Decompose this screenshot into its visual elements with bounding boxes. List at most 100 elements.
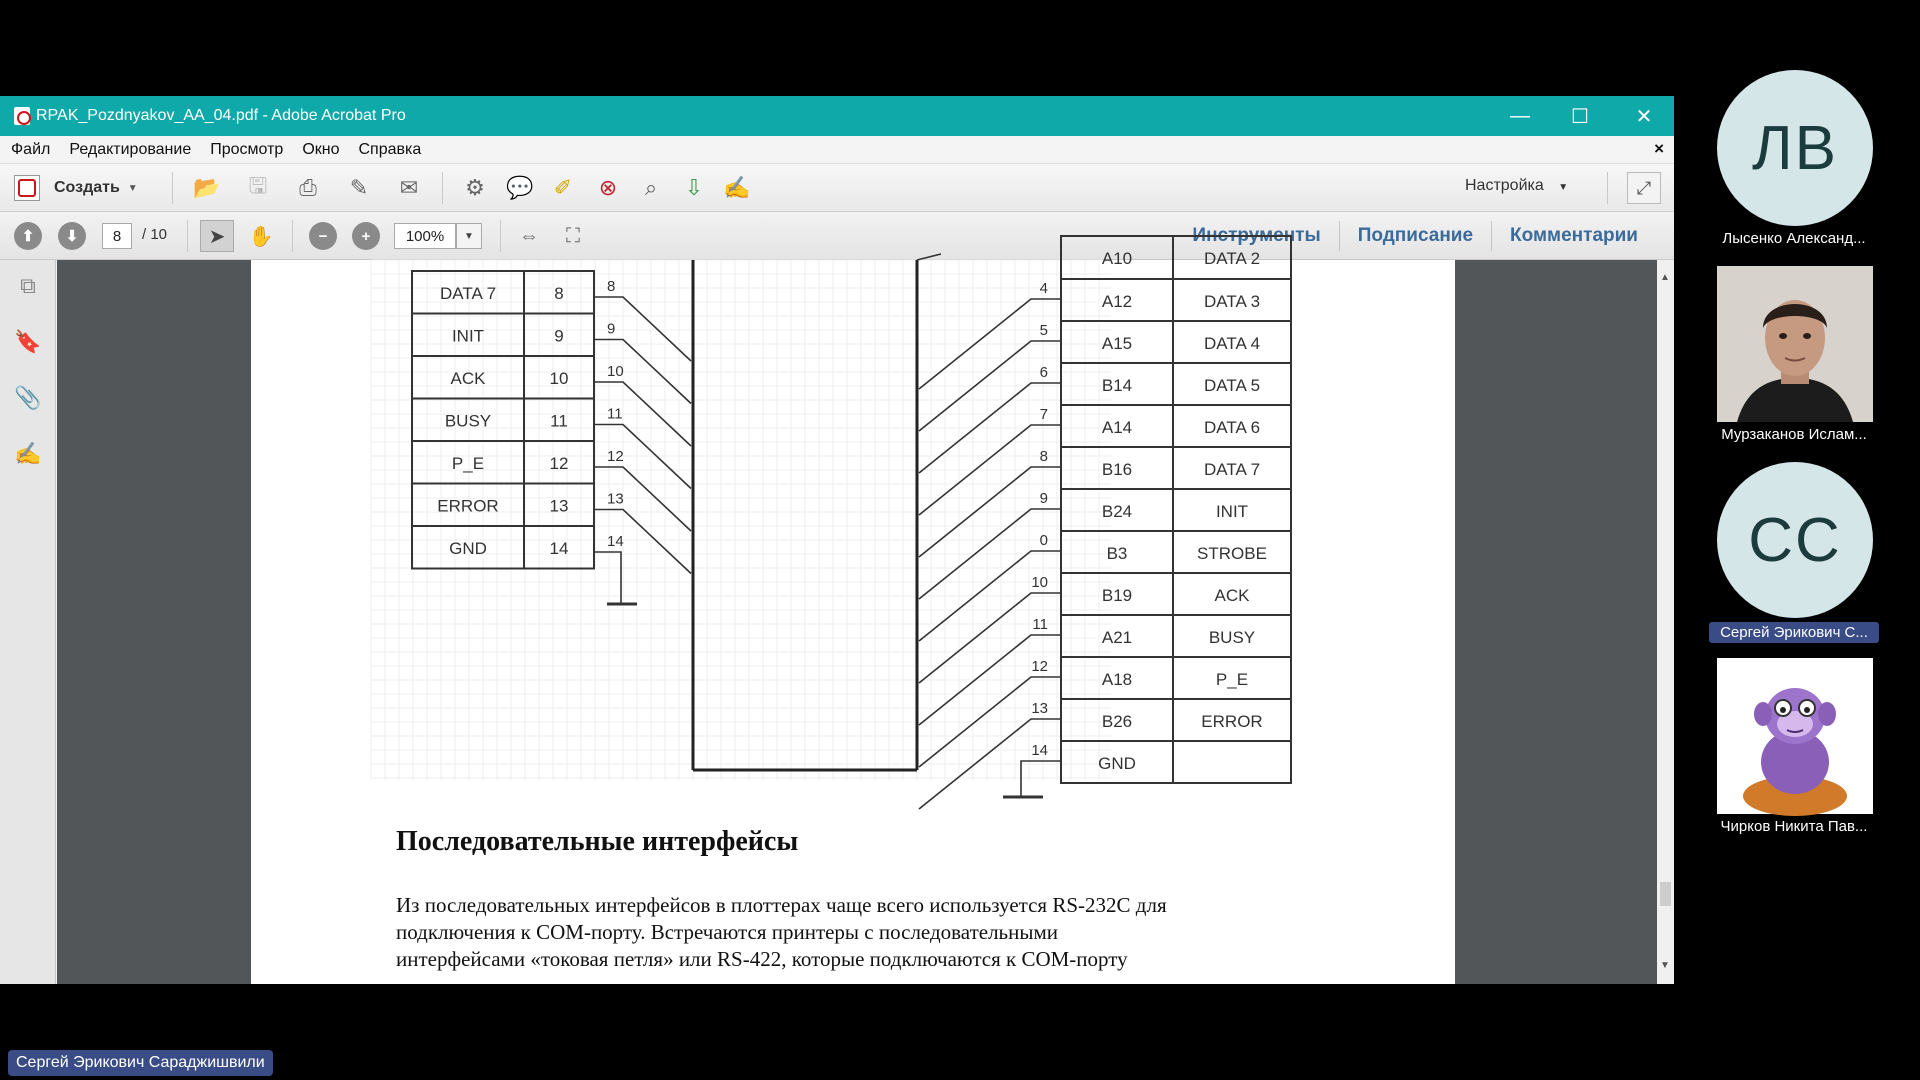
participant-name: Чирков Никита Пав... xyxy=(1720,818,1868,835)
page-search-icon[interactable]: ⌕ xyxy=(644,175,658,200)
bookmark-icon[interactable]: 🔖 xyxy=(14,329,42,354)
wire-number: 14 xyxy=(607,533,624,550)
export-icon[interactable]: ⇩ xyxy=(684,175,704,200)
highlight-text-icon[interactable]: ✐ xyxy=(553,175,573,200)
pin-label: B16 xyxy=(1102,460,1132,479)
toolbar-divider xyxy=(500,220,501,252)
avatar-initials: СС xyxy=(1748,505,1842,575)
participant-tile[interactable]: Чирков Никита Пав... xyxy=(1712,658,1896,848)
menu-edit[interactable]: Редактирование xyxy=(69,140,192,158)
arrow-down-icon[interactable]: ⬇ xyxy=(58,222,86,250)
table-cell xyxy=(1172,740,1292,784)
zoom-level-input[interactable]: 100% xyxy=(394,223,456,249)
tab-sign[interactable]: Подписание xyxy=(1357,225,1474,246)
attachment-icon[interactable]: 📎 xyxy=(14,385,42,410)
email-icon[interactable]: ✉ xyxy=(399,175,419,200)
vertical-scrollbar[interactable]: ▲ ▼ xyxy=(1657,260,1674,984)
menu-help[interactable]: Справка xyxy=(358,140,422,158)
table-cell xyxy=(523,525,595,570)
task-pane-links: Инструменты Подписание Комментарии xyxy=(1174,212,1656,260)
signal-label: P_E xyxy=(452,454,484,473)
pin-label: B3 xyxy=(1107,544,1128,563)
page-number-input[interactable]: 8 xyxy=(102,223,132,249)
signature-icon[interactable]: ✍ xyxy=(14,441,42,466)
scroll-up-arrow-icon[interactable]: ▲ xyxy=(1660,272,1670,283)
pin-label: GND xyxy=(1098,754,1136,773)
avatar xyxy=(1717,266,1873,422)
close-window-button[interactable]: ✕ xyxy=(1635,105,1653,128)
wire-line xyxy=(918,550,1061,642)
wire-number: 9 xyxy=(607,321,615,338)
participant-tile[interactable]: ЛВ Лысенко Александ... xyxy=(1712,70,1896,260)
pin-label: A12 xyxy=(1102,292,1132,311)
chevron-down-icon[interactable]: ▼ xyxy=(456,223,482,249)
avatar: ЛВ xyxy=(1717,70,1873,226)
signal-label: GND xyxy=(449,539,487,558)
scroll-thumb[interactable] xyxy=(1660,882,1671,906)
signal-label: INIT xyxy=(1216,502,1248,521)
participant-tile[interactable]: СС Сергей Эрикович С... xyxy=(1709,462,1896,652)
pin-label: A21 xyxy=(1102,628,1132,647)
wire-number: 7 xyxy=(1040,406,1048,423)
wire-number: 9 xyxy=(1040,490,1048,507)
arrow-up-icon[interactable]: ⬆ xyxy=(14,222,42,250)
pin-label: 8 xyxy=(554,284,563,303)
gear-icon[interactable]: ⚙ xyxy=(465,175,485,200)
maximize-button[interactable]: ☐ xyxy=(1571,105,1589,128)
form-edit-icon[interactable]: ✍ xyxy=(723,175,751,200)
wire-line xyxy=(918,466,1061,558)
toolbar-divider xyxy=(292,220,293,252)
avatar xyxy=(1717,658,1873,816)
tab-comments[interactable]: Комментарии xyxy=(1510,225,1638,246)
open-folder-icon[interactable]: 📂 xyxy=(193,175,221,200)
fit-width-icon[interactable]: ⇔ xyxy=(519,224,539,247)
page-total: / 10 xyxy=(142,226,168,243)
wire-line xyxy=(918,424,1061,516)
menu-file[interactable]: Файл xyxy=(11,140,51,158)
zoom-in-icon[interactable]: + xyxy=(352,222,380,250)
page-thumbnails-icon[interactable]: ⧉ xyxy=(20,273,36,298)
wire-number: 0 xyxy=(1040,532,1048,549)
pin-label: 11 xyxy=(550,412,568,431)
zoom-out-icon[interactable]: − xyxy=(309,222,337,250)
customize-dropdown[interactable]: Настройка ▼ xyxy=(1465,177,1568,195)
menu-view[interactable]: Просмотр xyxy=(210,140,284,158)
print-icon[interactable]: ⎙ xyxy=(299,175,317,200)
wire-line xyxy=(918,634,1061,726)
save-icon[interactable]: 🖫 xyxy=(248,173,268,198)
wire-line xyxy=(594,466,692,532)
wire-number: 11 xyxy=(607,406,623,423)
expand-icon[interactable]: ⤢ xyxy=(1627,172,1661,204)
minimize-button[interactable]: — xyxy=(1510,104,1530,127)
signal-label: INIT xyxy=(452,327,484,346)
toolbar-divider xyxy=(187,220,188,252)
wire-line xyxy=(918,298,1061,390)
create-label: Создать xyxy=(54,179,120,196)
toolbar-divider xyxy=(172,172,173,204)
pin-label: B24 xyxy=(1102,502,1132,521)
signal-label: DATA 3 xyxy=(1204,292,1260,311)
hand-icon[interactable]: ✋ xyxy=(248,225,274,248)
fit-page-icon[interactable]: ⛶ xyxy=(566,224,580,247)
participant-photo xyxy=(1717,266,1873,422)
body-paragraph: Из последовательных интерфейсов в плотте… xyxy=(396,892,1376,973)
participant-tile[interactable]: Мурзаканов Ислам... xyxy=(1712,266,1896,456)
scroll-down-arrow-icon[interactable]: ▼ xyxy=(1660,960,1670,971)
wire-line xyxy=(918,382,1061,474)
select-cursor-icon[interactable]: ➤ xyxy=(200,220,234,252)
pin-label: 9 xyxy=(554,327,563,346)
wire-line xyxy=(916,253,942,261)
wire-number: 12 xyxy=(607,448,624,465)
create-button[interactable]: Создать ▼ xyxy=(14,174,138,202)
delete-pages-icon[interactable]: ⊗ xyxy=(598,175,618,200)
wire-line xyxy=(594,508,692,575)
wire-number: 11 xyxy=(1032,616,1048,633)
edit-document-icon[interactable]: ✎ xyxy=(349,175,369,200)
close-document-button[interactable]: × xyxy=(1654,139,1664,158)
active-speaker-label: Сергей Эрикович Сараджишвили xyxy=(8,1050,273,1076)
signal-label: DATA 7 xyxy=(440,284,496,303)
menu-window[interactable]: Окно xyxy=(302,140,340,158)
comment-bubble-icon[interactable]: 💬 xyxy=(506,175,534,200)
main-toolbar: Создать ▼ 📂 🖫 ⎙ ✎ ✉ ⚙ 💬 ✐ ⊗ ⌕ ⇩ ✍ Настро… xyxy=(0,164,1674,212)
